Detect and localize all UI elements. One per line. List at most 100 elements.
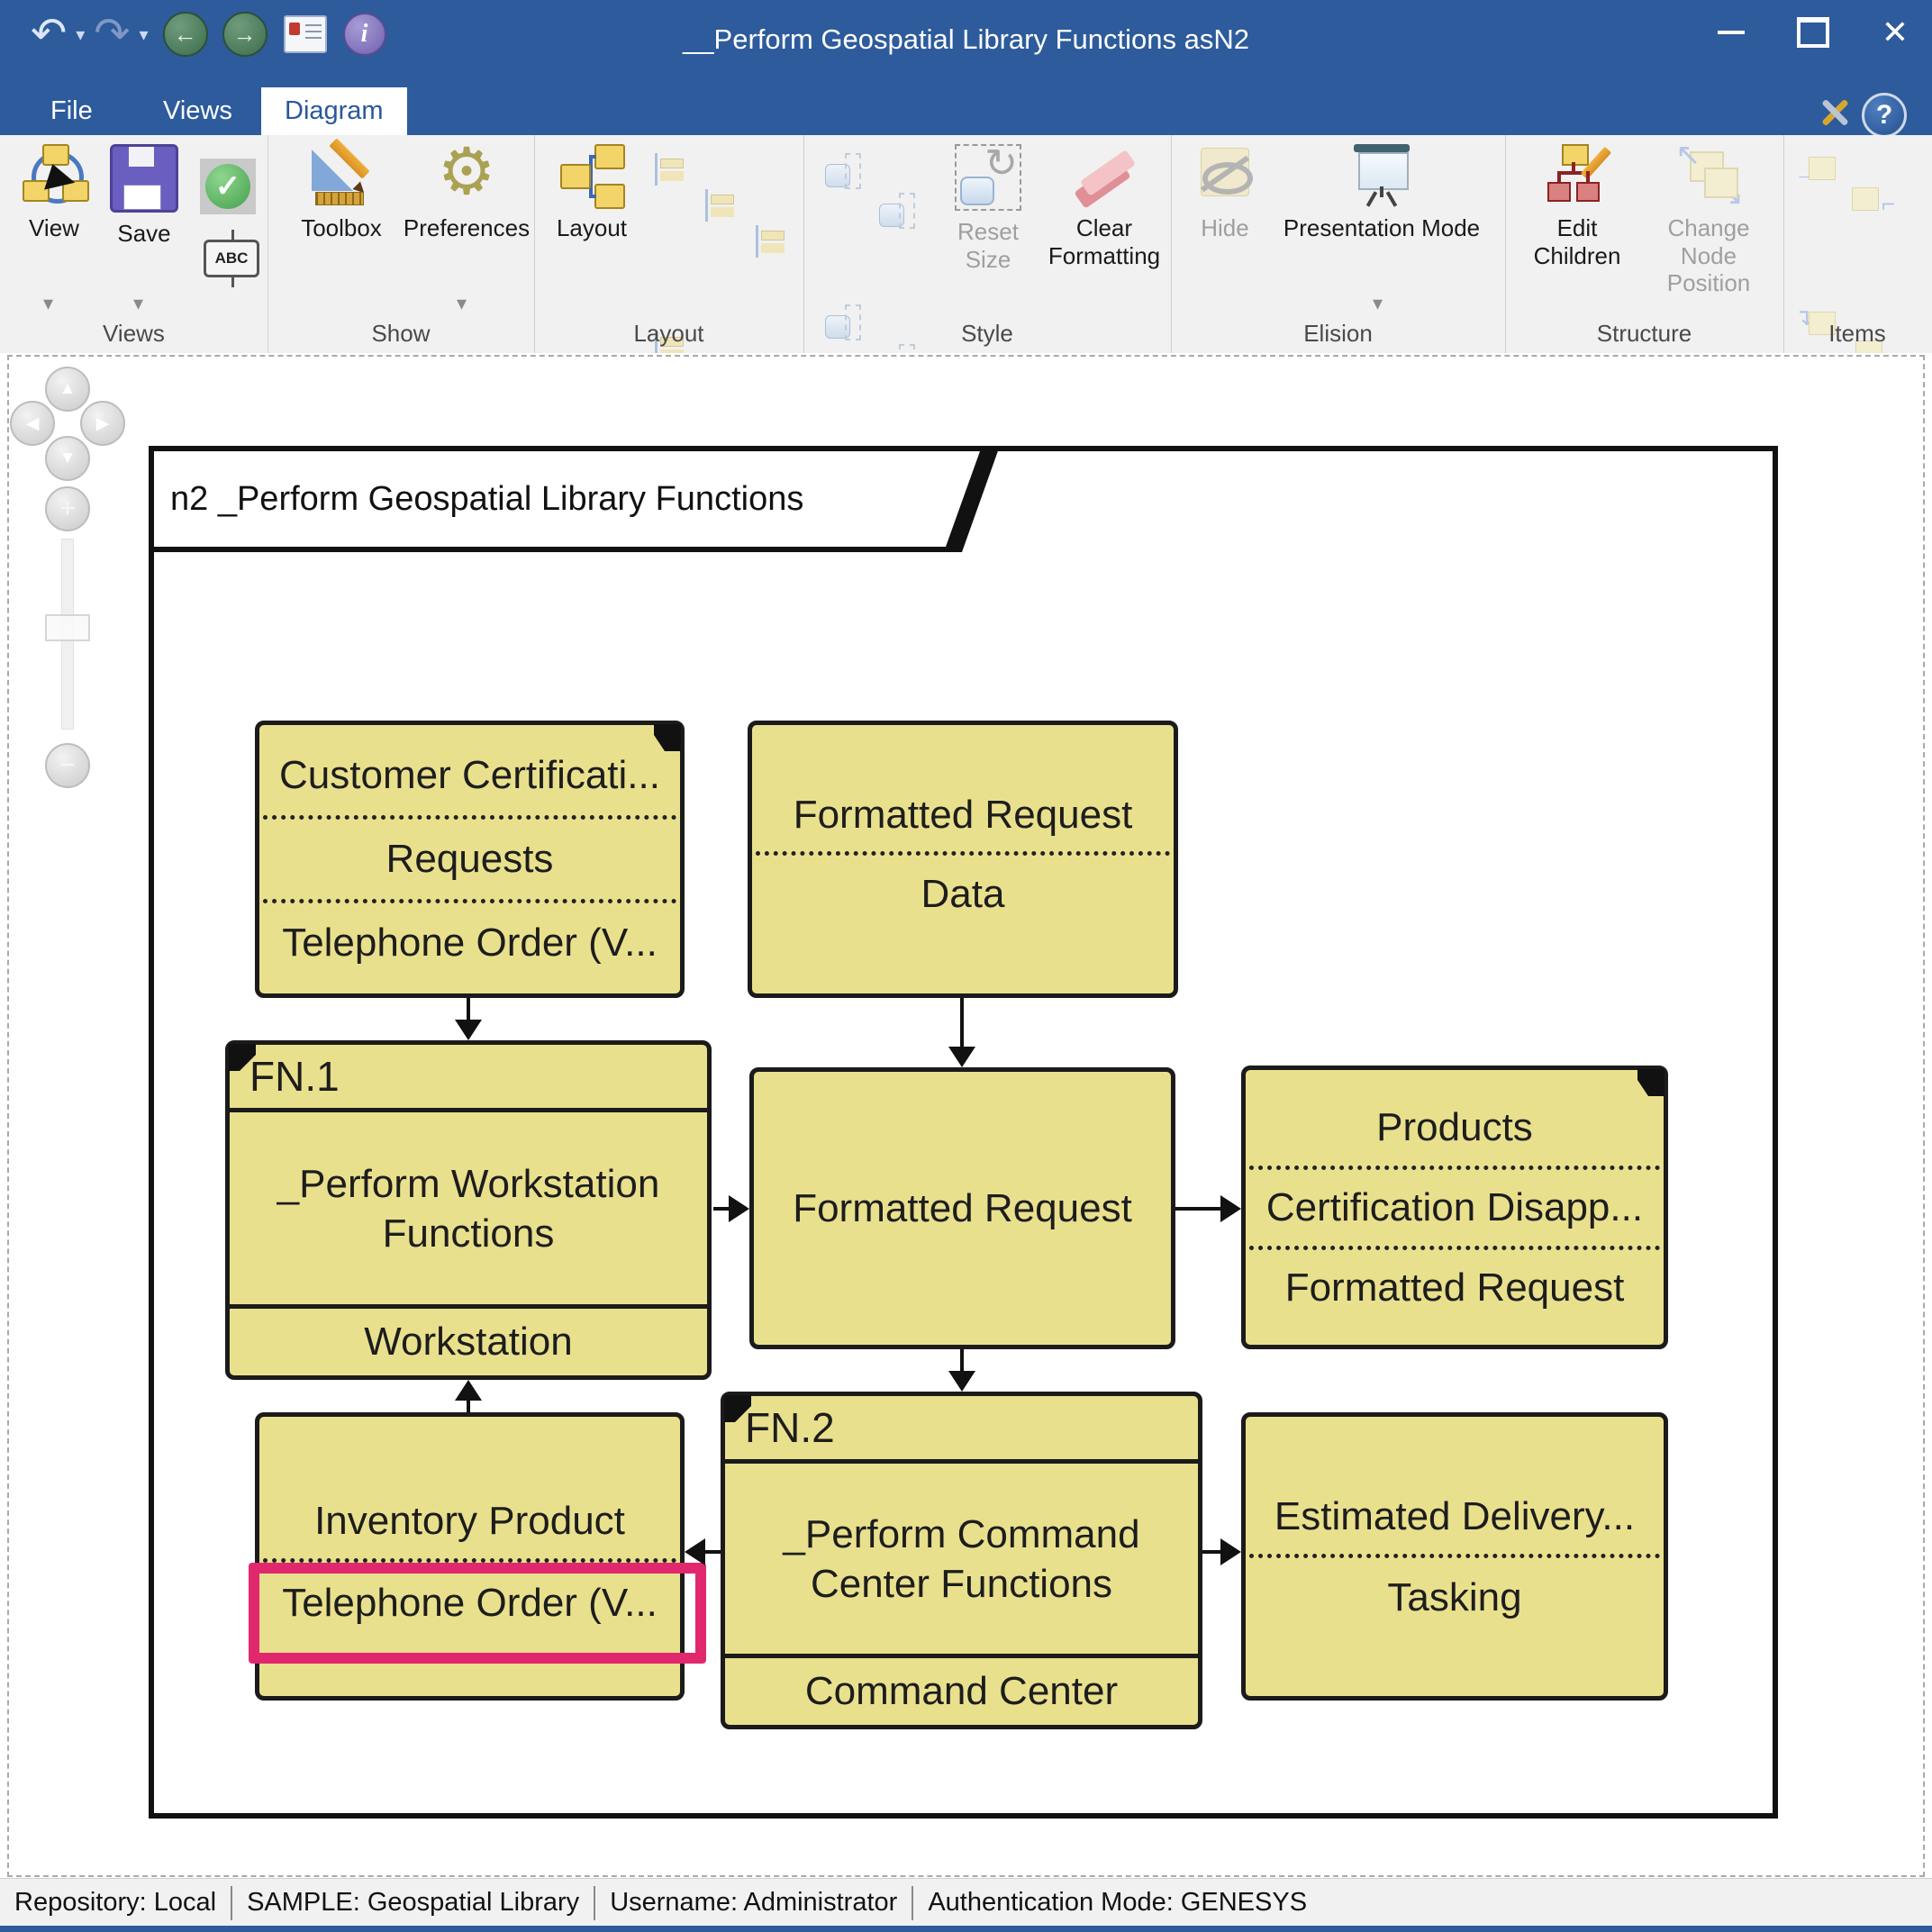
arrowhead-right-icon xyxy=(1220,1538,1241,1565)
tab-file[interactable]: File xyxy=(50,96,93,125)
node-row[interactable]: Data xyxy=(921,872,1005,916)
node-row[interactable]: Tasking xyxy=(1387,1575,1522,1619)
function-allocation[interactable]: Command Center xyxy=(725,1654,1198,1725)
back-icon[interactable]: ← xyxy=(162,12,208,57)
ribbon-group-items: → ⌐ ↴ Items xyxy=(1783,135,1931,472)
function-number[interactable]: FN.1 xyxy=(230,1045,707,1112)
pan-down-button[interactable]: ▼ xyxy=(45,436,90,481)
diagram-canvas[interactable]: ▲ ◀ ▶ ▼ + − n2 _Perform Geospatial Libra… xyxy=(0,353,1932,1878)
redo-dropdown-icon[interactable]: ▾ xyxy=(139,24,149,45)
tab-diagram[interactable]: Diagram xyxy=(261,87,407,135)
node-row[interactable]: Formatted Request xyxy=(793,793,1133,837)
diagram-title: n2 _Perform Geospatial Library Functions xyxy=(170,479,804,518)
node-row[interactable]: Telephone Order (V... xyxy=(282,921,658,965)
connector-line[interactable] xyxy=(960,998,964,1048)
tab-views[interactable]: Views xyxy=(163,96,232,125)
layout-button[interactable]: Layout xyxy=(547,144,637,242)
canvas-border xyxy=(7,355,1925,1877)
connector-line[interactable] xyxy=(467,998,470,1022)
style-group-label: Style xyxy=(961,320,1013,347)
zoom-out-button[interactable]: − xyxy=(45,743,90,788)
change-node-position-icon: ↖↘ xyxy=(1675,138,1744,212)
redo-icon[interactable]: ↷ xyxy=(94,10,131,58)
reset-size-icon xyxy=(955,141,1021,211)
function-name[interactable]: _Perform Workstation Functions xyxy=(277,1161,660,1256)
node-row-highlighted[interactable]: Telephone Order (V... xyxy=(282,1581,658,1625)
node-row[interactable]: Formatted Request xyxy=(1284,1265,1625,1310)
layout-icon xyxy=(560,144,625,209)
clear-formatting-button[interactable]: Clear Formatting xyxy=(1045,144,1164,269)
ribbon-group-views: View Save ✓ ABC ▾ ▾ Views xyxy=(0,135,268,353)
undo-icon[interactable]: ↶ xyxy=(31,10,68,58)
toolbox-button-label: Toolbox xyxy=(301,214,382,241)
row-separator xyxy=(263,815,676,820)
pan-left-button[interactable]: ◀ xyxy=(10,401,55,446)
zoom-in-button[interactable]: + xyxy=(45,486,90,531)
save-button[interactable]: Save xyxy=(101,144,187,248)
zoom-slider-thumb[interactable] xyxy=(45,614,90,641)
save-dropdown-icon[interactable]: ▾ xyxy=(133,292,144,314)
forward-icon[interactable]: → xyxy=(222,12,268,57)
row-separator xyxy=(1249,1554,1660,1558)
node-formatted-request-data[interactable]: Formatted Request Data xyxy=(748,721,1178,998)
edit-children-button[interactable]: Edit Children xyxy=(1519,144,1635,269)
undo-dropdown-icon[interactable]: ▾ xyxy=(76,24,86,45)
connector-line[interactable] xyxy=(1175,1207,1222,1211)
node-inventory-product[interactable]: Inventory Product Telephone Order (V... xyxy=(255,1412,685,1701)
preferences-button-label: Preferences xyxy=(403,214,531,241)
help-icon[interactable]: ? xyxy=(1862,93,1907,138)
node-estimated-delivery[interactable]: Estimated Delivery... Tasking xyxy=(1241,1412,1668,1701)
toolbox-button[interactable]: Toolbox xyxy=(287,138,395,242)
arrowhead-down-icon xyxy=(948,1371,975,1392)
view-dropdown-icon[interactable]: ▾ xyxy=(43,292,54,314)
preferences-button[interactable]: ⚙ Preferences xyxy=(401,140,532,242)
presentation-mode-dropdown-icon[interactable]: ▾ xyxy=(1373,292,1383,314)
spelling-button[interactable]: ABC xyxy=(204,230,259,287)
connector-line[interactable] xyxy=(960,1349,964,1373)
arrowhead-down-icon xyxy=(455,1020,482,1040)
function-number[interactable]: FN.2 xyxy=(725,1396,1198,1464)
tools-icon[interactable] xyxy=(1817,95,1853,131)
node-row[interactable]: Estimated Delivery... xyxy=(1274,1494,1636,1538)
node-row[interactable]: Products xyxy=(1376,1104,1533,1149)
ribbon-group-layout: Layout Layout xyxy=(534,135,804,436)
minimize-button[interactable] xyxy=(1717,31,1745,34)
selection-highlight xyxy=(249,1563,706,1664)
status-divider xyxy=(912,1885,914,1920)
elision-group-label: Elision xyxy=(1303,320,1373,347)
item-branch-icon: → xyxy=(1794,153,1837,191)
node-row[interactable]: Certification Disapp... xyxy=(1265,1184,1644,1229)
align-top-icon xyxy=(649,330,685,366)
node-row[interactable]: Requests xyxy=(385,837,554,881)
node-customer-certification[interactable]: Customer Certificati... Requests Telepho… xyxy=(255,721,685,998)
close-button[interactable]: ✕ xyxy=(1881,14,1909,50)
contact-card-icon[interactable] xyxy=(283,15,327,53)
pan-up-button[interactable]: ▲ xyxy=(45,367,90,412)
row-separator xyxy=(1249,1165,1660,1170)
function-allocation[interactable]: Workstation xyxy=(230,1304,707,1375)
node-row[interactable]: Inventory Product xyxy=(314,1499,625,1543)
presentation-mode-button[interactable]: Presentation Mode xyxy=(1268,144,1495,242)
info-icon[interactable]: i xyxy=(342,13,386,56)
arrowhead-up-icon xyxy=(455,1380,482,1401)
node-fn1[interactable]: FN.1 _Perform Workstation Functions Work… xyxy=(225,1040,712,1380)
save-button-label: Save xyxy=(117,220,171,247)
connector-line[interactable] xyxy=(713,1207,731,1211)
maximize-button[interactable] xyxy=(1796,17,1829,48)
arrowhead-right-icon xyxy=(1220,1195,1241,1222)
check-button[interactable]: ✓ xyxy=(200,159,256,214)
view-button[interactable]: View xyxy=(11,144,97,242)
node-row[interactable]: Formatted Request xyxy=(793,1185,1132,1230)
connector-line[interactable] xyxy=(1202,1550,1222,1554)
node-formatted-request[interactable]: Formatted Request xyxy=(749,1067,1175,1349)
connector-line[interactable] xyxy=(467,1399,470,1412)
preferences-dropdown-icon[interactable]: ▾ xyxy=(457,292,467,314)
node-row[interactable]: Customer Certificati... xyxy=(279,753,660,797)
pan-right-button[interactable]: ▶ xyxy=(80,401,125,446)
item-merge-icon: ↴ xyxy=(1794,297,1837,335)
function-name[interactable]: _Perform Command Center Functions xyxy=(783,1511,1140,1606)
connector-line[interactable] xyxy=(703,1550,721,1554)
node-fn2[interactable]: FN.2 _Perform Command Center Functions C… xyxy=(721,1392,1202,1729)
node-products[interactable]: Products Certification Disapp... Formatt… xyxy=(1241,1066,1668,1349)
item-corner-icon: ⌐ xyxy=(1852,184,1895,222)
